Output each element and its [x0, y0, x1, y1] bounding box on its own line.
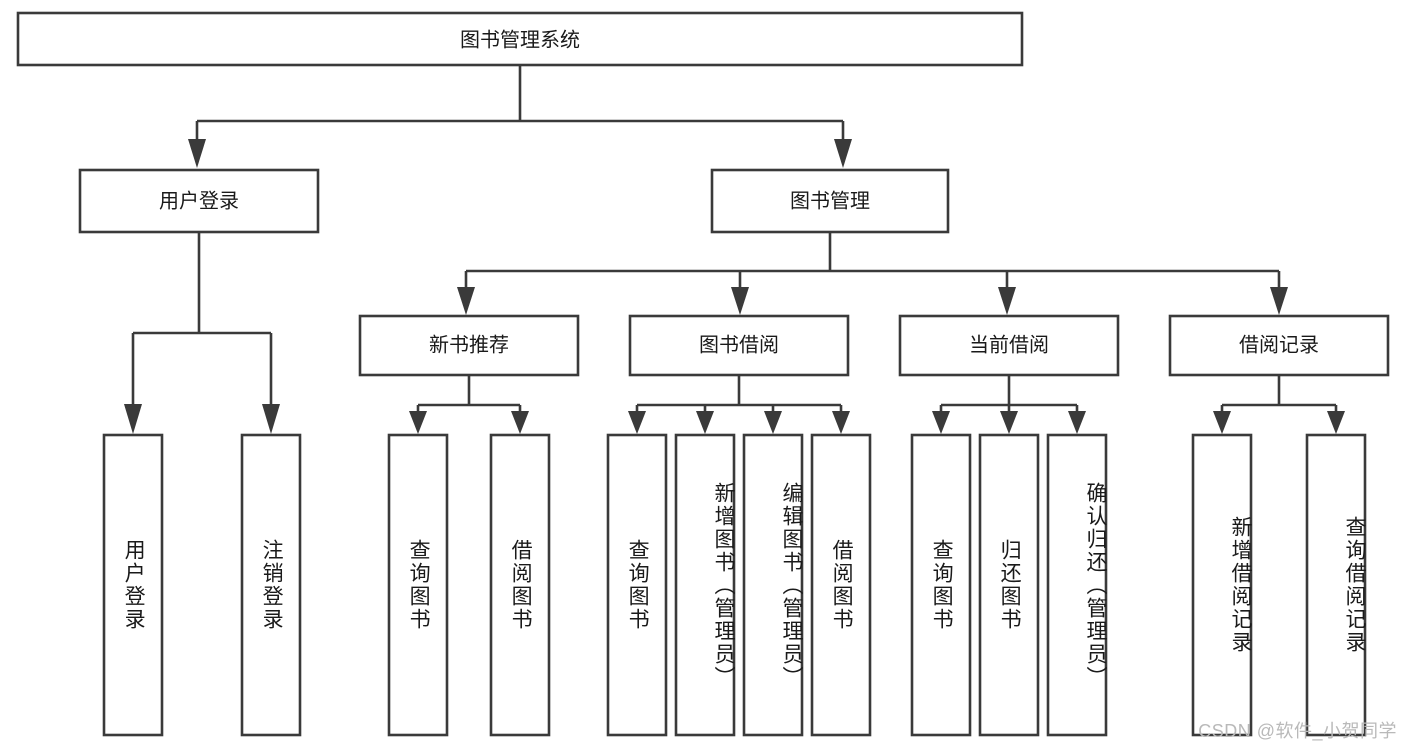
leaf-box-query-book-3[interactable]	[910, 433, 972, 737]
arrow-head-icon	[124, 404, 142, 434]
node-new-book-recommend[interactable]: 新书推荐	[358, 314, 580, 377]
arrow-head-icon	[511, 411, 529, 434]
node-book-management[interactable]: 图书管理	[710, 168, 950, 234]
leaf-box-add-book-admin[interactable]	[674, 433, 736, 737]
leaf-box-add-borrow-record[interactable]	[1191, 433, 1253, 737]
node-root-box	[16, 11, 1024, 67]
arrow-head-icon	[409, 411, 427, 434]
connector-book-borrow-to-leaves	[628, 375, 850, 434]
connector-book-management-to-level3	[457, 232, 1288, 315]
arrow-head-icon	[1213, 411, 1231, 434]
leaf-box-query-book-2[interactable]	[606, 433, 668, 737]
arrow-head-icon	[932, 411, 950, 434]
arrow-head-icon	[1270, 287, 1288, 315]
leaf-box-confirm-return-admin[interactable]	[1046, 433, 1108, 737]
leaf-box-return-book[interactable]	[978, 433, 1040, 737]
arrow-head-icon	[628, 411, 646, 434]
node-book-management-label: 图书管理	[790, 189, 870, 212]
arrow-head-icon	[764, 411, 782, 434]
arrow-head-icon	[832, 411, 850, 434]
node-user-login-label: 用户登录	[159, 189, 239, 212]
connector-user-login-to-leaves	[124, 232, 280, 434]
arrow-head-icon	[1068, 411, 1086, 434]
connector-current-borrow-to-leaves	[932, 375, 1086, 434]
node-current-borrow-box	[898, 314, 1120, 377]
leaf-box-query-borrow-record[interactable]	[1305, 433, 1367, 737]
node-book-borrow[interactable]: 图书借阅	[628, 314, 850, 377]
connector-borrow-record-to-leaves	[1213, 375, 1345, 434]
leaf-box-user-login[interactable]	[102, 433, 164, 737]
arrow-head-icon	[457, 287, 475, 315]
node-book-borrow-label: 图书借阅	[699, 333, 779, 356]
node-new-book-recommend-box	[358, 314, 580, 377]
connector-new-book-recommend-to-leaves	[409, 375, 529, 434]
node-root[interactable]: 图书管理系统	[16, 11, 1024, 67]
arrow-head-icon	[1000, 411, 1018, 434]
leaf-box-borrow-book-1[interactable]	[489, 433, 551, 737]
node-current-borrow-label: 当前借阅	[969, 333, 1049, 356]
node-current-borrow[interactable]: 当前借阅	[898, 314, 1120, 377]
leaf-box-borrow-book-2[interactable]	[810, 433, 872, 737]
arrow-head-icon	[188, 139, 206, 168]
arrow-head-icon	[262, 404, 280, 434]
arrow-head-icon	[731, 287, 749, 315]
connector-root-to-level2	[188, 65, 852, 168]
leaf-box-edit-book-admin[interactable]	[742, 433, 804, 737]
node-borrow-record-label: 借阅记录	[1239, 333, 1319, 356]
arrow-head-icon	[696, 411, 714, 434]
node-new-book-recommend-label: 新书推荐	[429, 333, 509, 356]
arrow-head-icon	[1327, 411, 1345, 434]
watermark-text: CSDN @软件_小贺同学	[1198, 721, 1397, 741]
node-user-login[interactable]: 用户登录	[78, 168, 320, 234]
node-root-label: 图书管理系统	[460, 28, 580, 51]
leaf-box-query-book-1[interactable]	[387, 433, 449, 737]
node-user-login-box	[78, 168, 320, 234]
leaf-box-logout[interactable]	[240, 433, 302, 737]
arrow-head-icon	[834, 139, 852, 168]
node-borrow-record[interactable]: 借阅记录	[1168, 314, 1390, 377]
arrow-head-icon	[998, 287, 1016, 315]
